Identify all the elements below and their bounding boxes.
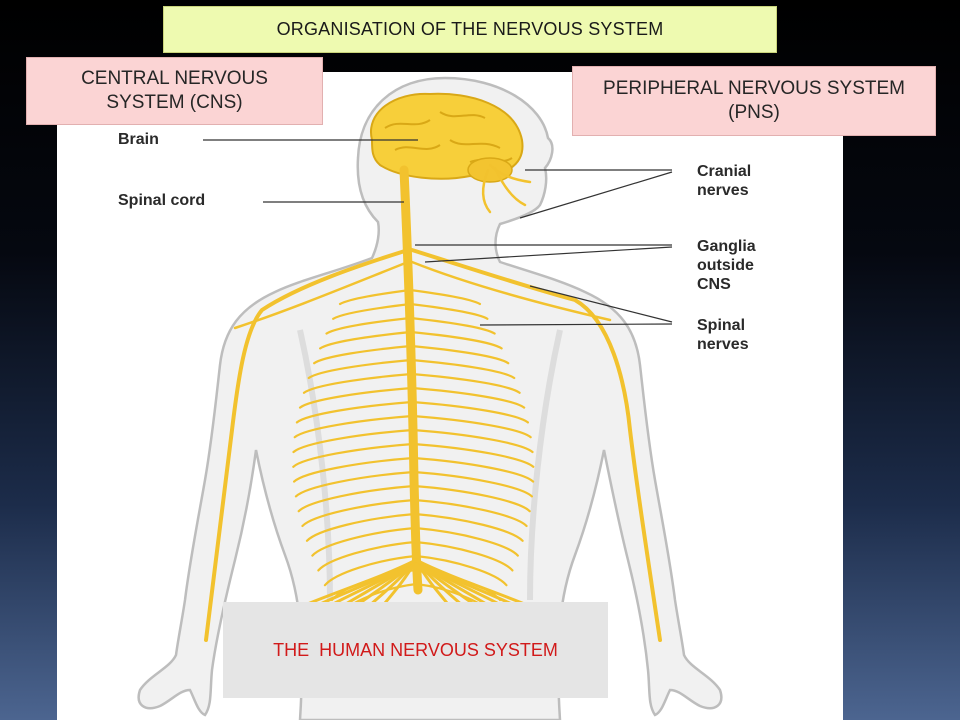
label-brain: Brain xyxy=(118,131,159,148)
nerve-branch xyxy=(325,316,412,335)
nerve-branch xyxy=(294,470,415,498)
nerve-branch xyxy=(413,484,531,513)
nerve-branch xyxy=(307,358,413,380)
label-spinal-nerves-line1: Spinal xyxy=(697,317,746,334)
nerve-branch xyxy=(204,248,410,642)
label-cranial-nerves: Cranial nerves xyxy=(697,162,751,200)
nerve-branch xyxy=(411,428,534,454)
nerve-branch xyxy=(410,358,516,380)
nerve-branch xyxy=(409,330,503,350)
nerve-branch xyxy=(313,344,413,365)
pns-line2: (PNS) xyxy=(728,102,780,123)
nerve-branch xyxy=(413,498,528,528)
nerve-branch xyxy=(311,526,417,557)
nerve-branch xyxy=(332,302,412,320)
nerve-branch xyxy=(412,470,533,498)
cns-line1: CENTRAL NERVOUS xyxy=(81,68,268,90)
label-spinal-nerves-line2: nerves xyxy=(697,336,749,353)
label-cranial-line2: nerves xyxy=(697,182,749,199)
label-spinal-nerves: Spinal nerves xyxy=(697,316,749,354)
nerve-branch xyxy=(412,456,535,483)
nerve-branch xyxy=(414,526,519,557)
label-ganglia-line2: outside xyxy=(697,257,754,274)
nerve-branch xyxy=(297,484,416,513)
nerve-branch xyxy=(413,512,524,542)
nerve-branch xyxy=(338,288,412,306)
spinal-cord xyxy=(399,165,423,595)
cns-label-box: CENTRAL NERVOUS SYSTEM (CNS) xyxy=(26,57,323,125)
nerve-branch xyxy=(323,554,417,587)
pns-label-box: PERIPHERAL NERVOUS SYSTEM (PNS) xyxy=(572,66,936,136)
nerve-branch xyxy=(411,400,529,424)
pns-line1: PERIPHERAL NERVOUS SYSTEM xyxy=(603,78,905,100)
slide-title: ORGANISATION OF THE NERVOUS SYSTEM xyxy=(163,6,777,53)
nerve-branch xyxy=(317,540,417,572)
nerve-branch xyxy=(408,288,482,306)
nerve-branch xyxy=(233,260,410,330)
nerve-branch xyxy=(292,428,415,454)
nerve-branch xyxy=(414,540,514,572)
nerve-branch xyxy=(305,512,416,542)
label-spinal-cord: Spinal cord xyxy=(118,192,206,209)
label-cranial-line1: Cranial xyxy=(697,163,752,180)
figure-caption: THE HUMAN NERVOUS SYSTEM xyxy=(223,602,608,698)
nerve-branch xyxy=(414,554,508,587)
nerve-branch xyxy=(293,414,414,439)
nerve-branch xyxy=(410,260,612,322)
nerve-branch xyxy=(409,302,489,320)
label-ganglia: Ganglia outside CNS xyxy=(697,237,756,294)
nerve-branch xyxy=(410,248,662,642)
nerve-branch xyxy=(409,316,496,335)
nerve-branch xyxy=(412,442,535,468)
brain xyxy=(369,92,524,180)
label-ganglia-line1: Ganglia xyxy=(697,238,756,255)
label-ganglia-line3: CNS xyxy=(697,276,731,293)
nerve-branch xyxy=(301,498,416,528)
nerve-branch xyxy=(295,400,414,424)
nerve-branch xyxy=(302,372,413,394)
nerve-branch xyxy=(410,372,521,394)
nerve-branch xyxy=(298,386,414,409)
nerve-branch xyxy=(411,414,532,439)
nerve-branch xyxy=(292,442,415,468)
cns-line2: SYSTEM (CNS) xyxy=(106,92,243,113)
nerve-branch xyxy=(410,344,510,365)
nerve-branch xyxy=(319,330,412,350)
nerve-branch xyxy=(411,386,526,409)
nerve-branch xyxy=(293,456,415,483)
